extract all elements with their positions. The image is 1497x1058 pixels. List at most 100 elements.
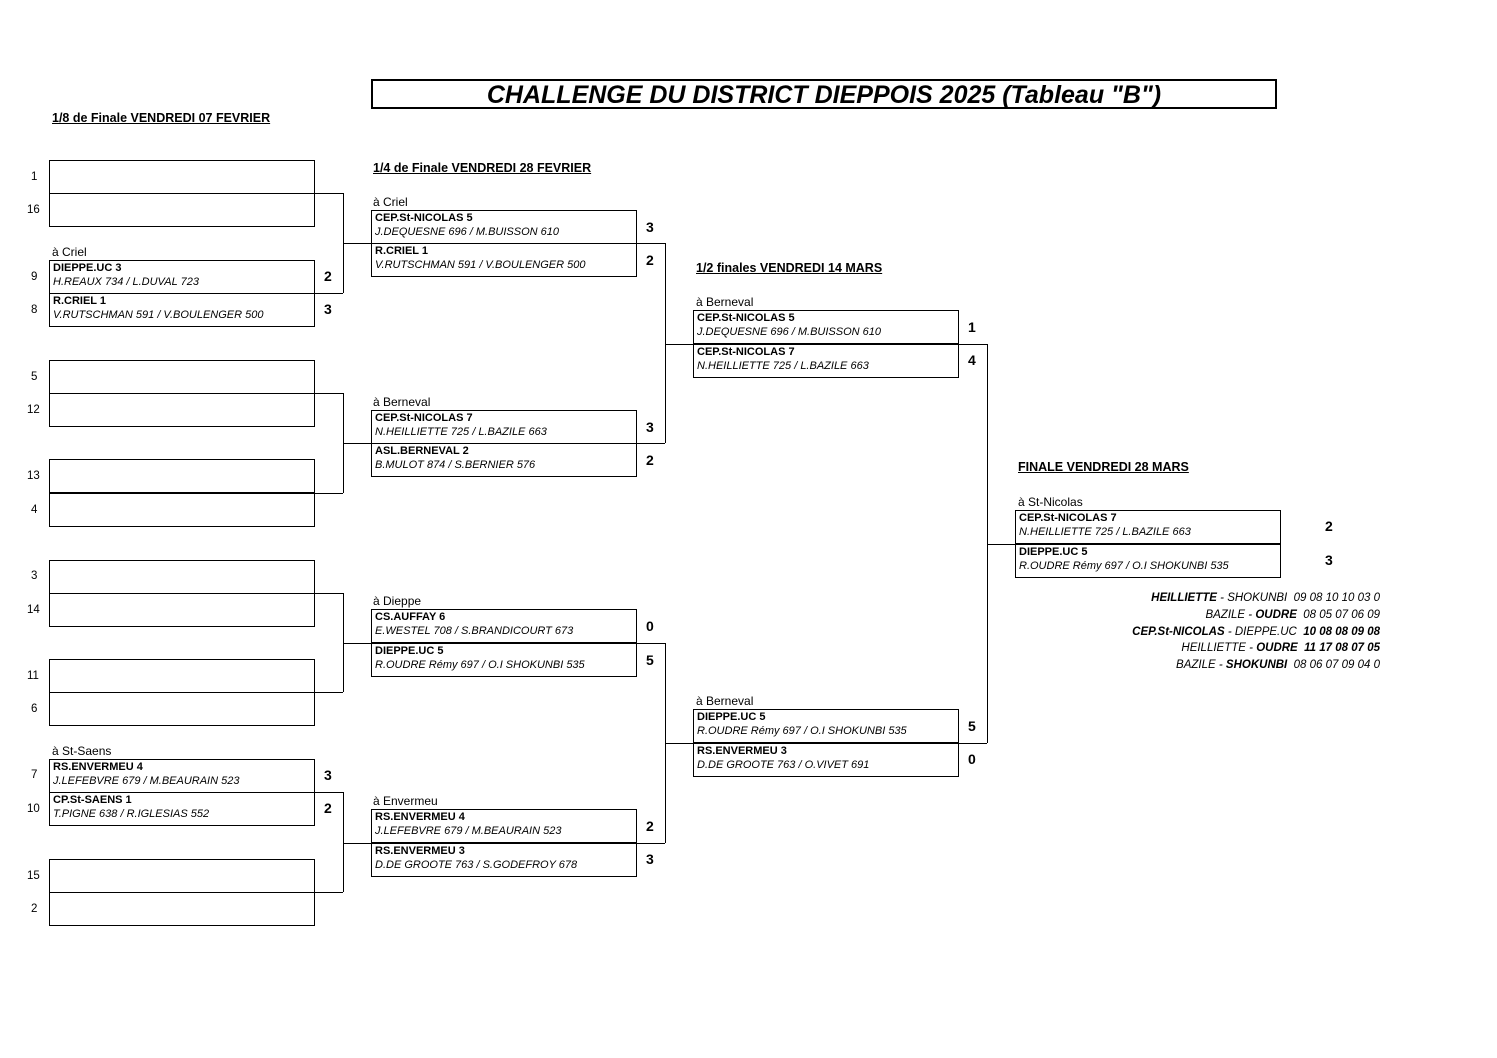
- player-names: J.DEQUESNE 696 / M.BUISSON 610: [697, 326, 882, 338]
- r16-slot-empty: [49, 193, 315, 227]
- player-names: N.HEILLIETTE 725 / L.BAZILE 663: [375, 426, 547, 438]
- player-names: R.OUDRE Rémy 697 / O.I SHOKUNBI 535: [375, 659, 585, 671]
- seed-number: 10: [27, 803, 40, 815]
- r16-slot: RS.ENVERMEU 4 J.LEFEBVRE 679 / M.BEAURAI…: [49, 759, 315, 793]
- bracket-line: [959, 344, 987, 345]
- bracket-line: [665, 344, 693, 345]
- bracket-line: [315, 393, 343, 394]
- bracket-line: [987, 544, 1015, 545]
- bracket-line: [315, 792, 343, 793]
- match-score: 3: [324, 767, 332, 783]
- detail-player-2: SHOKUNBI: [1225, 659, 1288, 671]
- match-score: 2: [324, 268, 332, 284]
- seed-number: 14: [27, 604, 40, 616]
- bracket-line: [343, 792, 344, 892]
- r16-slot-empty: [49, 560, 315, 594]
- venue-label: à St-Saens: [52, 744, 112, 758]
- bracket-line: [343, 593, 344, 692]
- round-heading-r16: 1/8 de Finale VENDREDI 07 FEVRIER: [52, 111, 271, 125]
- player-names: T.PIGNE 638 / R.IGLESIAS 552: [53, 808, 210, 820]
- r16-slot-empty: [49, 892, 315, 926]
- detail-player-2: DIEPPE.UC: [1234, 626, 1297, 638]
- player-names: E.WESTEL 708 / S.BRANDICOURT 673: [375, 625, 574, 637]
- player-names: J.LEFEBVRE 679 / M.BEAURAIN 523: [375, 825, 562, 837]
- final-detail-line: HEILLIETTE - SHOKUNBI 09 08 10 10 03 0: [1020, 592, 1380, 604]
- match-score: 2: [646, 452, 654, 468]
- bracket-line: [665, 243, 666, 443]
- final-slot: DIEPPE.UC 5 R.OUDRE Rémy 697 / O.I SHOKU…: [1015, 544, 1281, 578]
- r16-slot: R.CRIEL 1 V.RUTSCHMAN 591 / V.BOULENGER …: [49, 293, 315, 327]
- seed-number: 4: [31, 504, 38, 516]
- match-score: 3: [1325, 552, 1333, 568]
- match-score: 3: [646, 419, 654, 435]
- sf-slot: DIEPPE.UC 5 R.OUDRE Rémy 697 / O.I SHOKU…: [693, 709, 959, 743]
- match-score: 3: [646, 219, 654, 235]
- seed-number: 2: [31, 903, 38, 915]
- seed-number: 13: [27, 470, 40, 482]
- match-score: 2: [324, 800, 332, 816]
- final-detail-line: BAZILE - OUDRE 08 05 07 06 09: [1020, 609, 1380, 621]
- bracket-line: [637, 243, 665, 244]
- detail-player-2: OUDRE: [1255, 609, 1297, 621]
- match-score: 2: [1325, 518, 1333, 534]
- qf-slot: CEP.St-NICOLAS 5 J.DEQUESNE 696 / M.BUIS…: [371, 210, 637, 244]
- team-name: CEP.St-NICOLAS 5: [375, 212, 473, 224]
- team-name: R.CRIEL 1: [53, 295, 106, 307]
- team-name: RS.ENVERMEU 4: [53, 761, 143, 773]
- r16-slot-empty: [49, 459, 315, 493]
- r16-slot-empty: [49, 692, 315, 726]
- detail-sets: 08 05 07 06 09: [1303, 609, 1380, 621]
- team-name: CEP.St-NICOLAS 7: [697, 346, 795, 358]
- player-names: D.DE GROOTE 763 / S.GODEFROY 678: [375, 859, 578, 871]
- qf-slot: CEP.St-NICOLAS 7 N.HEILLIETTE 725 / L.BA…: [371, 410, 637, 444]
- player-names: J.LEFEBVRE 679 / M.BEAURAIN 523: [53, 775, 240, 787]
- team-name: RS.ENVERMEU 3: [697, 745, 787, 757]
- team-name: R.CRIEL 1: [375, 245, 428, 257]
- detail-separator: -: [1216, 592, 1228, 604]
- player-names: N.HEILLIETTE 725 / L.BAZILE 663: [697, 360, 869, 372]
- seed-number: 3: [31, 570, 38, 582]
- match-score: 5: [968, 718, 976, 734]
- match-score: 1: [968, 319, 976, 335]
- final-slot: CEP.St-NICOLAS 7 N.HEILLIETTE 725 / L.BA…: [1015, 510, 1281, 544]
- r16-slot: CP.St-SAENS 1 T.PIGNE 638 / R.IGLESIAS 5…: [49, 792, 315, 826]
- venue-label: à Criel: [52, 245, 87, 259]
- team-name: ASL.BERNEVAL 2: [375, 445, 469, 457]
- r16-slot-empty: [49, 393, 315, 427]
- team-name: RS.ENVERMEU 4: [375, 811, 465, 823]
- player-names: R.OUDRE Rémy 697 / O.I SHOKUNBI 535: [1019, 560, 1229, 572]
- player-names: D.DE GROOTE 763 / O.VIVET 691: [697, 759, 870, 771]
- venue-label: à Berneval: [696, 295, 754, 309]
- team-name: CP.St-SAENS 1: [53, 794, 132, 806]
- match-score: 3: [646, 851, 654, 867]
- r16-slot-empty: [49, 360, 315, 394]
- qf-slot: RS.ENVERMEU 3 D.DE GROOTE 763 / S.GODEFR…: [371, 843, 637, 877]
- player-names: H.REAUX 734 / L.DUVAL 723: [53, 276, 199, 288]
- qf-slot: ASL.BERNEVAL 2 B.MULOT 874 / S.BERNIER 5…: [371, 443, 637, 477]
- bracket-line: [665, 743, 693, 744]
- match-score: 2: [646, 252, 654, 268]
- venue-label: à St-Nicolas: [1018, 495, 1083, 509]
- player-names: B.MULOT 874 / S.BERNIER 576: [375, 459, 536, 471]
- team-name: CS.AUFFAY 6: [375, 611, 446, 623]
- bracket-line: [343, 843, 371, 844]
- match-score: 5: [646, 652, 654, 668]
- bracket-line: [315, 692, 343, 693]
- team-name: CEP.St-NICOLAS 7: [375, 412, 473, 424]
- venue-label: à Berneval: [373, 395, 431, 409]
- match-score: 0: [646, 618, 654, 634]
- seed-number: 16: [27, 204, 40, 216]
- detail-player-2: SHOKUNBI: [1227, 592, 1288, 604]
- round-heading-sf: 1/2 finales VENDREDI 14 MARS: [696, 261, 883, 275]
- match-score: 2: [646, 818, 654, 834]
- detail-player-1: HEILLIETTE: [1181, 642, 1246, 654]
- player-names: J.DEQUESNE 696 / M.BUISSON 610: [375, 226, 560, 238]
- bracket-line: [343, 643, 371, 644]
- r16-slot-empty: [49, 859, 315, 893]
- detail-sets: 08 06 07 09 04 0: [1293, 659, 1380, 671]
- venue-label: à Dieppe: [373, 594, 422, 608]
- bracket-line: [637, 443, 665, 444]
- team-name: RS.ENVERMEU 3: [375, 845, 465, 857]
- qf-slot: R.CRIEL 1 V.RUTSCHMAN 591 / V.BOULENGER …: [371, 243, 637, 277]
- sf-slot: CEP.St-NICOLAS 7 N.HEILLIETTE 725 / L.BA…: [693, 344, 959, 378]
